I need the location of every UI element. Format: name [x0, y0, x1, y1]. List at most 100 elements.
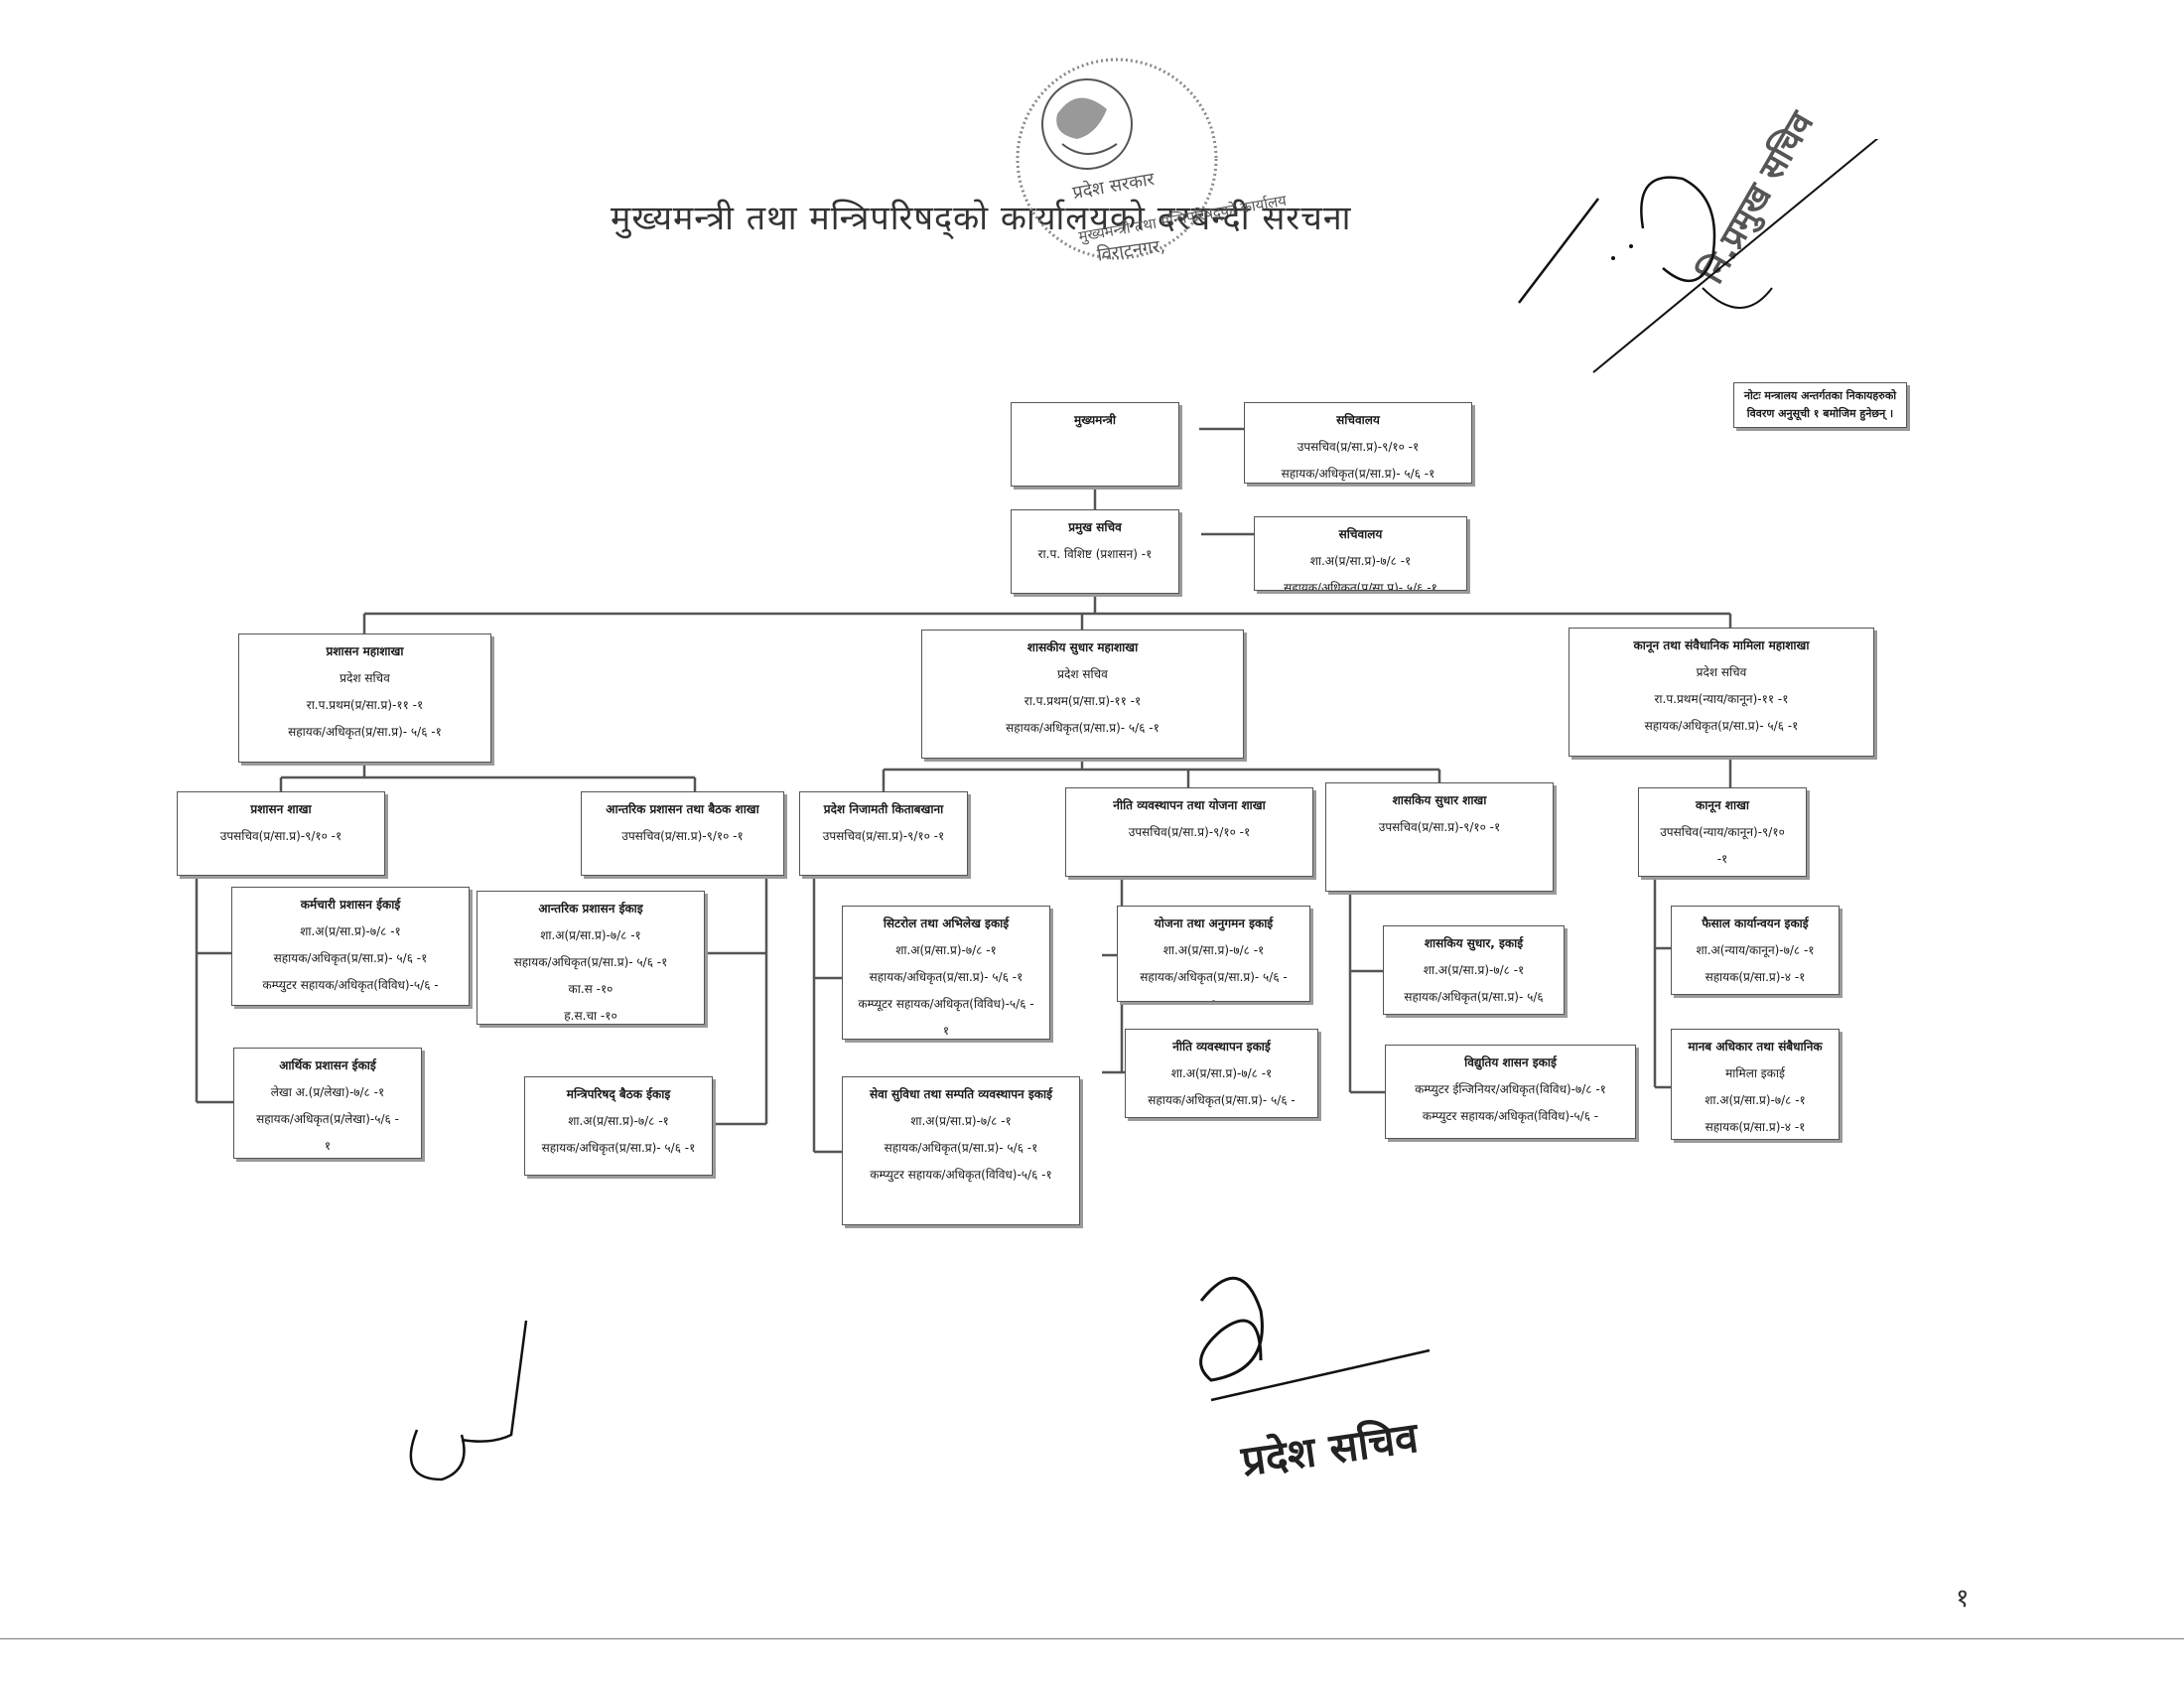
org-node-line: -१ — [1716, 852, 1728, 866]
org-node-service-unit: सेवा सुविधा तथा सम्पति व्यवस्थापन इकाई शा… — [842, 1076, 1080, 1225]
org-node-line: १ — [324, 1139, 332, 1153]
org-node-line: मन्त्रिपरिषद् बैठक ईकाइ — [566, 1087, 671, 1101]
org-node-emp-unit: कर्मचारी प्रशासन ईकाई शा.अ(प्र/सा.प्र)-७/… — [231, 887, 470, 1006]
org-node-line: शा.अ(प्र/सा.प्र)-७/८ -१ — [300, 924, 401, 938]
org-node-line: शा.अ(प्र/सा.प्र)-७/८ -१ — [1162, 943, 1265, 957]
org-node-line: आन्तरिक प्रशासन तथा बैठक शाखा — [606, 802, 759, 816]
org-node-line: कम्प्यूटर सहायक/अधिकृत(विविध)-५/६ - — [858, 997, 1034, 1011]
org-node-line: सहायक/अधिकृत(प्र/सा.प्र)- ५/६ — [1404, 990, 1544, 1004]
org-node-line: कम्प्युटर सहायक/अधिकृत(विविध)-५/६ - — [262, 978, 439, 992]
office-seal-icon — [1016, 58, 1218, 260]
org-node-line: सहायक(प्र/सा.प्र)-४ -१ — [1705, 970, 1806, 984]
org-node-chief: प्रमुख सचिव रा.प. विशिष्ट (प्रशासन) -१ — [1011, 509, 1179, 594]
org-node-line: १ — [1124, 991, 1303, 1001]
org-node-govreform-sec: शासकिय सुधार शाखा उपसचिव(प्र/सा.प्र)-९/१०… — [1325, 782, 1554, 892]
org-node-line: सहायक/अधिकृत(प्र/सा.प्र)- ५/६ - — [1148, 1093, 1296, 1107]
org-node-line: शा.अ(प्र/सा.प्र)-७/८ -१ — [1170, 1066, 1273, 1080]
org-node-line: कम्प्युटर सहायक/अधिकृत(विविध)-५/६ - — [1422, 1109, 1599, 1123]
org-node-line: सहायक/अधिकृत(प्र/सा.प्र)- ५/६ -१ — [541, 1141, 696, 1155]
org-node-line: प्रमुख सचिव — [1068, 520, 1122, 534]
org-node-line: उपसचिव(प्र/सा.प्र)-९/१० -१ — [621, 829, 744, 843]
org-node-line: सहायक(प्र/सा.प्र)-४ -१ — [1705, 1120, 1806, 1134]
org-node-line: आर्थिक प्रशासन ईकाई — [279, 1058, 376, 1072]
org-node-line: कम्प्युटर ईन्जिनियर/अधिकृत(विविध)-७/८ -१ — [1415, 1082, 1606, 1096]
org-node-line: शा.अ(प्र/सा.प्र)-७/८ -१ — [540, 928, 641, 942]
org-node-line: शा.अ(प्र/सा.प्र)-७/८ -१ — [910, 1114, 1012, 1128]
signature-top-right-icon — [1518, 139, 1879, 373]
org-node-line: सहायक/अधिकृत(प्र/सा.प्र)- ५/६ -१ — [1644, 719, 1799, 733]
org-node-law-div: कानून तथा संवैधानिक मामिला महाशाखा प्रदेश… — [1569, 628, 1874, 757]
note-box: नोटः मन्त्रालय अन्तर्गतका निकायहरुको विव… — [1733, 382, 1907, 428]
org-node-cabinet-unit: मन्त्रिपरिषद् बैठक ईकाइ शा.अ(प्र/सा.प्र)-… — [524, 1076, 713, 1176]
org-node-line: कानून शाखा — [1695, 798, 1749, 812]
org-node-sec2: सचिवालय शा.अ(प्र/सा.प्र)-७/८ -१ सहायक/अधिक… — [1254, 516, 1467, 591]
org-node-line: २ — [1392, 1130, 1629, 1138]
org-node-admin-div: प्रशासन महाशाखा प्रदेश सचिव रा.प.प्रथम(प्र… — [238, 633, 491, 763]
org-node-sec1: सचिवालय उपसचिव(प्र/सा.प्र)-९/१० -१ सहायक/अ… — [1244, 402, 1472, 484]
org-node-line: सहायक/अधिकृत(प्र/सा.प्र)- ५/६ -१ — [1006, 721, 1160, 735]
org-node-line: का.स -१० — [568, 982, 614, 996]
org-node-line: उपसचिव(प्र/सा.प्र)-९/१० -१ — [1297, 440, 1420, 454]
org-node-line: शासकिय सुधार, इकाई — [1424, 936, 1524, 950]
org-node-line: सिटरोल तथा अभिलेख इकाई — [883, 916, 1010, 930]
org-node-line: सहायक/अधिकृत(प्र/सा.प्र)- ५/६ -१ — [513, 955, 668, 969]
org-node-line: मामिला इकाई — [1725, 1066, 1785, 1080]
org-node-line: रा.प.प्रथम(न्याय/कानून)-११ -१ — [1654, 692, 1789, 706]
org-node-line: रा.प.प्रथम(प्र/सा.प्र)-११ -१ — [306, 698, 424, 712]
org-node-line: ह.स.चा -१० — [564, 1009, 617, 1023]
org-node-line: शा.अ(प्र/सा.प्र)-७/८ -१ — [1309, 554, 1412, 568]
org-node-line: सहायक/अधिकृत(प्र/सा.प्र)- ५/६ - — [1140, 970, 1288, 984]
org-node-line: सचिवालय — [1338, 527, 1383, 541]
org-node-line: उपसचिव(न्याय/कानून)-९/१० — [1660, 825, 1785, 839]
org-node-admin-sec: प्रशासन शाखाउपसचिव(प्र/सा.प्र)-९/१० -१ — [177, 791, 385, 876]
org-node-line: १ — [238, 999, 463, 1005]
org-node-line: शासकिय सुधार शाखा — [1392, 793, 1487, 807]
org-node-line: सचिवालय — [1336, 413, 1380, 427]
org-node-line: उपसचिव(प्र/सा.प्र)-९/१० -१ — [822, 829, 945, 843]
org-node-line: सहायक/अधिकृत(प्र/सा.प्र)- ५/६ -१ — [1281, 467, 1435, 481]
org-node-line: मानब अधिकार तथा संबैधानिक — [1688, 1040, 1823, 1054]
org-node-line: शासकीय सुधार महाशाखा — [1026, 640, 1139, 654]
org-node-line: सहायक/अधिकृत(प्र/सा.प्र)- ५/६ -१ — [1284, 581, 1437, 591]
org-node-line: १ — [1132, 1114, 1311, 1117]
org-node-line: कम्प्युटर सहायक/अधिकृत(विविध)-५/६ -१ — [870, 1168, 1052, 1182]
signature-secretary-icon — [1199, 1276, 1431, 1402]
org-node-line: प्रशासन महाशाखा — [326, 644, 404, 658]
org-node-line: सहायक/अधिकृत(प्र/सा.प्र)- ५/६ -१ — [869, 970, 1024, 984]
org-node-line: शा.अ(प्र/सा.प्र)-७/८ -१ — [568, 1114, 669, 1128]
org-node-line: उपसचिव(प्र/सा.प्र)-९/१० -१ — [1378, 820, 1501, 834]
org-node-line: योजना तथा अनुगमन इकाई — [1154, 916, 1274, 930]
page-title: मुख्यमन्त्री तथा मन्त्रिपरिषद्को कार्याल… — [611, 199, 1352, 238]
org-node-line: उपसचिव(प्र/सा.प्र)-९/१० -१ — [1128, 825, 1251, 839]
page-number: १ — [1956, 1584, 1970, 1614]
org-node-internal-sec: आन्तरिक प्रशासन तथा बैठक शाखा उपसचिव(प्र/… — [581, 791, 784, 876]
org-node-fin-unit: आर्थिक प्रशासन ईकाई लेखा अ.(प्र/लेखा)-७/८… — [233, 1048, 422, 1159]
org-node-line: लेखा अ.(प्र/लेखा)-७/८ -१ — [270, 1085, 385, 1099]
org-node-line: सेवा सुविधा तथा सम्पति व्यवस्थापन इकाई — [869, 1087, 1052, 1101]
org-node-line: प्रदेश सचिव — [340, 671, 390, 685]
org-node-line: सहायक/अधिकृत(प्र/सा.प्र)- ५/६ -१ — [288, 725, 442, 739]
org-node-line: रा.प.प्रथम(प्र/सा.प्र)-११ -१ — [1024, 694, 1142, 708]
org-node-line: प्रदेश निजामती किताबखाना — [823, 802, 944, 816]
org-node-line: कर्मचारी प्रशासन ईकाई — [300, 898, 401, 912]
org-node-line: शा.अ(प्र/सा.प्र)-७/८ -१ — [1423, 963, 1525, 977]
org-node-line: कानून तथा संवैधानिक मामिला महाशाखा — [1633, 638, 1810, 652]
org-node-line: रा.प. विशिष्ट (प्रशासन) -१ — [1037, 547, 1153, 561]
org-node-line: प्रशासन शाखा — [250, 802, 312, 816]
org-node-line: नीति व्यवस्थापन इकाई — [1172, 1040, 1271, 1054]
org-node-line: प्रदेश सचिव — [1696, 665, 1747, 679]
org-node-policy-sec: नीति व्यवस्थापन तथा योजना शाखाउपसचिव(प्र… — [1065, 787, 1313, 877]
org-node-line: सहायक/अधिकृत(प्र/सा.प्र)- ५/६ -१ — [884, 1141, 1038, 1155]
page-bottom-rule — [0, 1638, 2184, 1639]
org-node-line: सहायक/अधिकृत(प्र/सा.प्र)- ५/६ -१ — [273, 951, 428, 965]
org-node-line: -१ — [1390, 1011, 1558, 1014]
org-node-line: फैसाल कार्यान्वयन इकाई — [1702, 916, 1809, 930]
